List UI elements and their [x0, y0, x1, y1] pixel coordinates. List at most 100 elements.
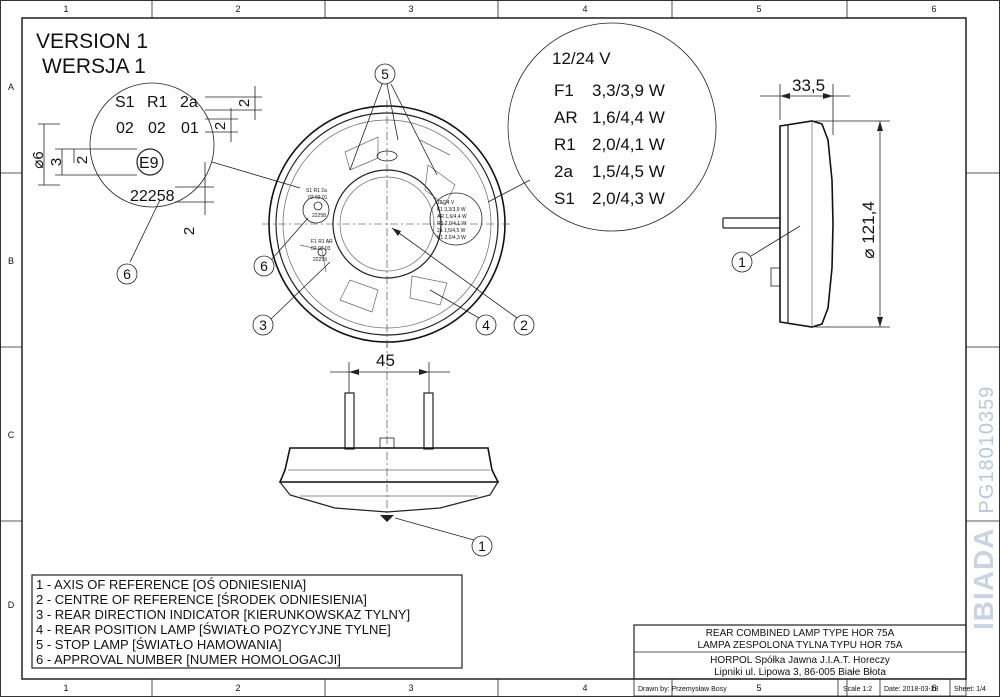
marking-r1: R1: [147, 94, 168, 111]
column-number-5-bottom: 5: [756, 683, 761, 693]
watermark: IBIADA PG18010359: [968, 330, 998, 630]
legend-item-4: 4 - REAR POSITION LAMP [ŚWIATŁO POZYCYJN…: [36, 622, 391, 637]
balloon-4: [475, 314, 497, 336]
legend-item-2: 2 - CENTRE OF REFERENCE [ŚRODEK ODNIESIE…: [36, 592, 367, 607]
svg-text:02 02 01: 02 02 01: [308, 195, 328, 201]
dim-2-mid: 2: [212, 122, 229, 130]
legend-item-3: 3 - REAR DIRECTION INDICATOR [KIERUNKOWS…: [36, 607, 410, 622]
marking-02-a: 02: [116, 120, 134, 137]
inner-frame: [21, 17, 967, 680]
balloon-4-label: 4: [482, 317, 490, 333]
marking-01: 01: [181, 120, 199, 137]
scale-label: Scale 1:2: [843, 686, 872, 693]
dim-stud-spacing: 45: [376, 351, 395, 370]
balloon-6-front: [253, 255, 275, 277]
sheet-label: Sheet: 1/4: [954, 686, 986, 693]
column-number-4-bottom: 4: [582, 683, 587, 693]
balloon-5-label: 5: [381, 66, 389, 82]
wattage-detail: 12/24 V F1 3,3/3,9 W AR 1,6/4,4 W R1 2,0…: [507, 22, 717, 232]
legend-box: 1 - AXIS OF REFERENCE [OŚ ODNIESIENIA] 2…: [31, 574, 463, 669]
company-address: Lipniki ul. Lipowa 3, 86-005 Białe Błota: [714, 667, 886, 678]
version-label-pl: WERSJA 1: [42, 55, 146, 78]
e-mark-text: E9: [139, 155, 159, 172]
title-block: REAR COMBINED LAMP TYPE HOR 75A LAMPA ZE…: [633, 624, 986, 697]
marking-s1: S1: [115, 94, 135, 111]
balloon-6-detail: [116, 263, 138, 285]
title-polish: LAMPA ZESPOLONA TYLNA TYPU HOR 75A: [697, 640, 902, 651]
column-number-3-bottom: 3: [408, 683, 413, 693]
dim-2-left: 2: [74, 156, 91, 164]
column-number-2: 2: [235, 4, 240, 14]
function-code-2a: 2a: [554, 162, 573, 181]
dim-diameter: ⌀ 121,4: [859, 201, 878, 259]
svg-text:22259: 22259: [313, 257, 327, 263]
dim-2-top: 2: [236, 99, 253, 107]
svg-text:22258: 22258: [312, 213, 326, 219]
watermark-code: PG18010359: [976, 385, 998, 514]
marking-02-b: 02: [148, 120, 166, 137]
function-code-r1: R1: [554, 135, 576, 154]
dim-3: 3: [48, 158, 65, 166]
balloon-1-bottom-label: 1: [478, 538, 486, 554]
column-number-6-bottom: 6: [931, 683, 936, 693]
balloon-2-label: 2: [520, 317, 528, 333]
balloon-6-detail-label: 6: [123, 266, 131, 282]
row-letter-b: B: [8, 256, 14, 266]
drawn-by: Drawn by: Przemysław Bosy: [638, 686, 727, 693]
approval-number-text: 22258: [130, 188, 175, 205]
row-letter-d: D: [8, 600, 15, 610]
front-view: S1 R1 2a 02 02 01 22258 F1 R1 AR 02 02 0…: [252, 63, 535, 350]
svg-text:R1 2,0/4,1 W: R1 2,0/4,1 W: [437, 221, 466, 227]
function-value-s1: 2,0/4,3 W: [592, 189, 665, 208]
function-code-ar: AR: [554, 108, 578, 127]
marking-2a: 2a: [180, 94, 198, 111]
column-number-1-bottom: 1: [63, 683, 68, 693]
version-label-en: VERSION 1: [36, 30, 148, 53]
svg-text:S1 2,0/4,3 W: S1 2,0/4,3 W: [437, 235, 466, 241]
balloon-1-side-label: 1: [738, 254, 746, 270]
title-english: REAR COMBINED LAMP TYPE HOR 75A: [706, 628, 895, 639]
column-number-6: 6: [931, 4, 936, 14]
voltage-label: 12/24 V: [552, 49, 611, 68]
function-value-ar: 1,6/4,4 W: [592, 108, 665, 127]
svg-text:F1 R1 AR: F1 R1 AR: [311, 239, 333, 245]
svg-text:F1 3,3/3,9 W: F1 3,3/3,9 W: [437, 207, 466, 213]
balloon-5: [374, 63, 396, 85]
svg-text:12/24 V: 12/24 V: [437, 200, 455, 206]
column-number-4: 4: [582, 4, 587, 14]
column-number-5: 5: [756, 4, 761, 14]
bottom-view: 45 1: [278, 340, 500, 557]
function-code-s1: S1: [554, 189, 575, 208]
legend-item-5: 5 - STOP LAMP [ŚWIATŁO HAMOWANIA]: [36, 637, 282, 652]
function-code-f1: F1: [554, 81, 574, 100]
balloon-1-bottom: [471, 535, 493, 557]
dim-diameter-6: ⌀6: [30, 151, 47, 168]
row-letter-a: A: [8, 82, 14, 92]
svg-text:2a 1,5/4,5 W: 2a 1,5/4,5 W: [437, 228, 466, 234]
dim-2-lower: 2: [181, 227, 198, 235]
column-number-1: 1: [63, 4, 68, 14]
balloon-1-side: [731, 251, 753, 273]
svg-text:02 02 03: 02 02 03: [311, 246, 331, 252]
e-mark-circle: [136, 148, 164, 176]
function-value-f1: 3,3/3,9 W: [592, 81, 665, 100]
balloon-3-label: 3: [259, 317, 267, 333]
function-value-2a: 1,5/4,5 W: [592, 162, 665, 181]
balloon-3: [252, 314, 274, 336]
legend-item-1: 1 - AXIS OF REFERENCE [OŚ ODNIESIENIA]: [36, 577, 306, 592]
svg-text:S1 R1 2a: S1 R1 2a: [306, 188, 327, 194]
company-name: HORPOL Spółka Jawna J.I.A.T. Horeczy: [710, 655, 890, 666]
dim-depth: 33,5: [792, 76, 825, 95]
column-number-3: 3: [408, 4, 413, 14]
date-label: Date: 2018-03-28: [884, 686, 939, 693]
watermark-brand: IBIADA: [968, 527, 998, 630]
function-value-r1: 2,0/4,1 W: [592, 135, 665, 154]
marking-detail: S1 R1 2a 02 02 01 22258 E9 ⌀6 3 2 2: [30, 82, 262, 285]
balloon-6-front-label: 6: [260, 258, 268, 274]
legend-item-6: 6 - APPROVAL NUMBER [NUMER HOMOLOGACJI]: [36, 652, 341, 667]
column-number-2-bottom: 2: [235, 683, 240, 693]
svg-text:AR 1,6/4,4 W: AR 1,6/4,4 W: [437, 214, 467, 220]
row-letter-c: C: [8, 430, 15, 440]
